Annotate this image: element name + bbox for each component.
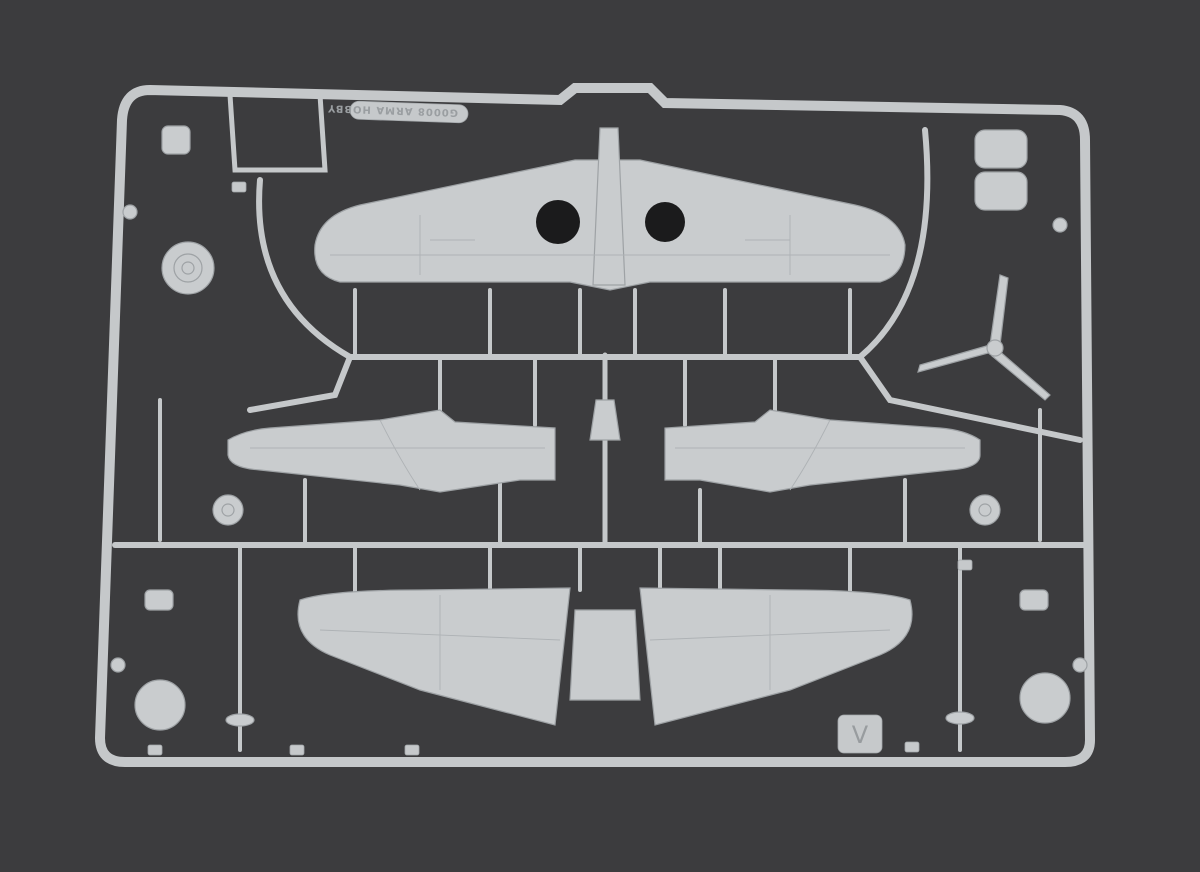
part-number-tags (147, 181, 973, 756)
svg-text:V: V (852, 721, 869, 749)
propeller-part (917, 274, 1051, 401)
cowling-parts (161, 125, 1028, 211)
upper-wing-part (314, 127, 906, 291)
sprue-letter-tag: V (837, 714, 883, 754)
center-strut-part (589, 399, 621, 441)
spinner-parts (134, 672, 1071, 731)
lower-wing-part (297, 587, 913, 726)
wheel-parts (212, 494, 1001, 526)
small-parts (110, 204, 1088, 727)
sprue-frame (94, 83, 1096, 767)
fuselage-right-part (664, 409, 981, 493)
sprue-runners (112, 92, 1093, 752)
fuselage-left-part (227, 409, 556, 493)
svg-text:G0008 ARMA HOBBY: G0008 ARMA HOBBY (327, 102, 458, 118)
sprue-marking-tag: G0008 ARMA HOBBY (327, 100, 469, 124)
radial-engine-part (161, 241, 215, 295)
